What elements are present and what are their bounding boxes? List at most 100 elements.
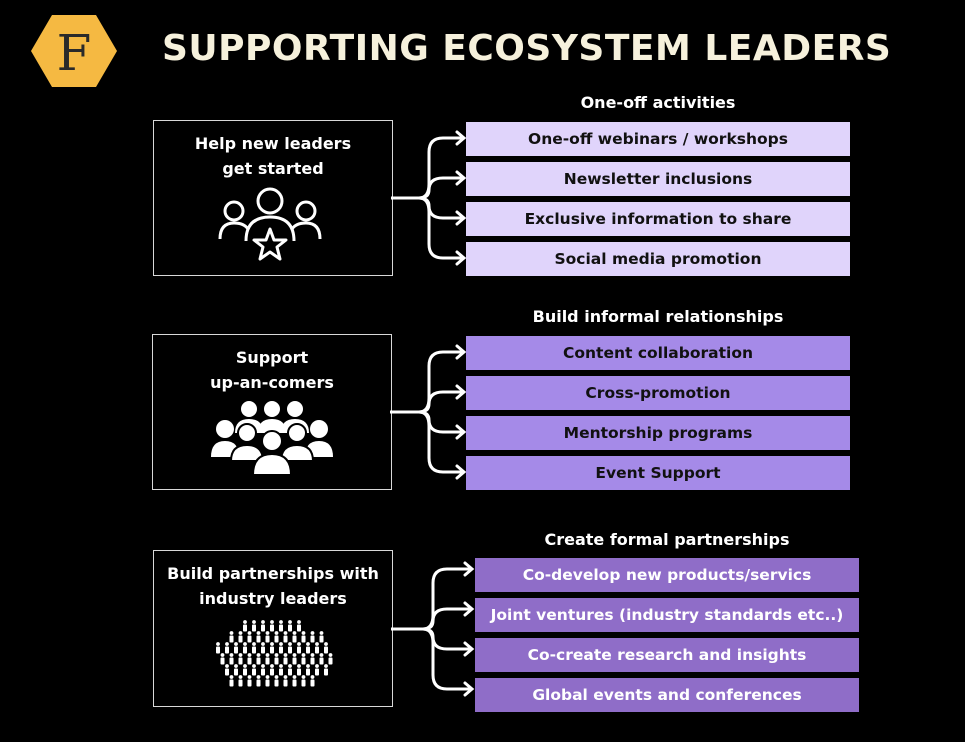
large-crowd-icon: [216, 620, 333, 687]
crowd-person: [243, 664, 247, 676]
group-heading: One-off activities: [580, 93, 736, 112]
crowd-person: [297, 620, 301, 632]
activity-item: Content collaboration: [466, 336, 850, 370]
crowd-person: [297, 664, 301, 676]
crowd-person: [301, 631, 306, 643]
page-title: SUPPORTING ECOSYSTEM LEADERS: [162, 28, 892, 69]
crowd-person: [270, 664, 274, 676]
crowd-person: [270, 620, 274, 632]
crowd-person: [279, 642, 283, 654]
bracket-connector: [390, 344, 467, 480]
crowd-person: [324, 642, 328, 654]
crowd-person: [315, 664, 319, 676]
activity-item: Joint ventures (industry standards etc..…: [475, 598, 859, 632]
leader-label: Help new leaders get started: [194, 134, 352, 178]
activity-item: Newsletter inclusions: [466, 162, 850, 196]
crowd-person: [310, 653, 315, 665]
community-crowd-icon: [211, 401, 333, 476]
crowd-person: [310, 631, 315, 643]
user-group-star-icon: [218, 187, 322, 261]
group-heading: Build informal relationships: [532, 307, 784, 326]
logo-letter: F: [57, 24, 92, 82]
crowd-person: [229, 675, 234, 687]
section-industry-partnerships: Create formal partnerships Build partner…: [0, 527, 965, 737]
leader-box: Support up-an-comers: [152, 334, 392, 490]
crowd-person: [247, 653, 252, 665]
crowd-person: [328, 653, 333, 665]
crowd-person: [252, 664, 256, 676]
crowd-person: [265, 653, 270, 665]
crowd-person: [238, 675, 243, 687]
crowd-person: [297, 642, 301, 654]
crowd-person: [252, 620, 256, 632]
crowd-person: [256, 675, 261, 687]
crowd-person: [252, 642, 256, 654]
crowd-person: [301, 675, 306, 687]
activity-item: Social media promotion: [466, 242, 850, 276]
crowd-person: [315, 642, 319, 654]
section-new-leaders: One-off activities Help new leaders get …: [0, 90, 965, 300]
crowd-person: [261, 642, 265, 654]
crowd-person: [265, 631, 270, 643]
crowd-person: [319, 631, 324, 643]
crowd-person: [292, 653, 297, 665]
crowd-person: [274, 631, 279, 643]
crowd-person: [238, 631, 243, 643]
crowd-person: [225, 664, 229, 676]
section-up-an-comers: Build informal relationships Support up-…: [0, 304, 965, 514]
crowd-person: [225, 642, 229, 654]
crowd-person: [234, 664, 238, 676]
crowd-person: [238, 653, 243, 665]
crowd-person: [288, 620, 292, 632]
crowd-person: [247, 631, 252, 643]
activity-item: Cross-promotion: [466, 376, 850, 410]
crowd-person: [270, 642, 274, 654]
crowd-person: [292, 631, 297, 643]
crowd-person: [261, 620, 265, 632]
activity-item: Event Support: [466, 456, 850, 490]
crowd-person: [243, 620, 247, 632]
activity-item: One-off webinars / workshops: [466, 122, 850, 156]
crowd-person: [301, 653, 306, 665]
bracket-connector: [391, 130, 467, 266]
crowd-person: [283, 675, 288, 687]
logo-hexagon: [31, 15, 117, 87]
crowd-person: [243, 642, 247, 654]
group-heading: Create formal partnerships: [544, 530, 790, 549]
leader-box: Build partnerships with industry leaders: [153, 550, 393, 707]
crowd-person: [279, 620, 283, 632]
crowd-person: [283, 653, 288, 665]
leader-label: Support up-an-comers: [210, 348, 334, 392]
crowd-person: [310, 675, 315, 687]
crowd-person: [274, 653, 279, 665]
crowd-person: [256, 653, 261, 665]
leader-label: Build partnerships with industry leaders: [167, 564, 379, 608]
crowd-person: [288, 642, 292, 654]
bracket-connector: [391, 561, 475, 697]
activity-item: Global events and conferences: [475, 678, 859, 712]
crowd-person: [274, 675, 279, 687]
crowd-person: [279, 664, 283, 676]
crowd-person: [288, 664, 292, 676]
activity-item: Mentorship programs: [466, 416, 850, 450]
leader-box: Help new leaders get started: [153, 120, 393, 276]
crowd-person: [306, 664, 310, 676]
brand-logo: F: [30, 14, 118, 88]
crowd-person: [319, 653, 324, 665]
activity-item: Exclusive information to share: [466, 202, 850, 236]
crowd-person: [247, 675, 252, 687]
crowd-person: [261, 664, 265, 676]
crowd-person: [216, 642, 220, 654]
crowd-person: [324, 664, 328, 676]
crowd-person: [234, 642, 238, 654]
crowd-person: [220, 653, 225, 665]
crowd-person: [256, 631, 261, 643]
activity-item: Co-create research and insights: [475, 638, 859, 672]
crowd-person: [229, 631, 234, 643]
activity-item: Co-develop new products/servics: [475, 558, 859, 592]
crowd-person: [229, 653, 234, 665]
crowd-person: [306, 642, 310, 654]
crowd-person: [265, 675, 270, 687]
crowd-person: [292, 675, 297, 687]
crowd-person: [283, 631, 288, 643]
